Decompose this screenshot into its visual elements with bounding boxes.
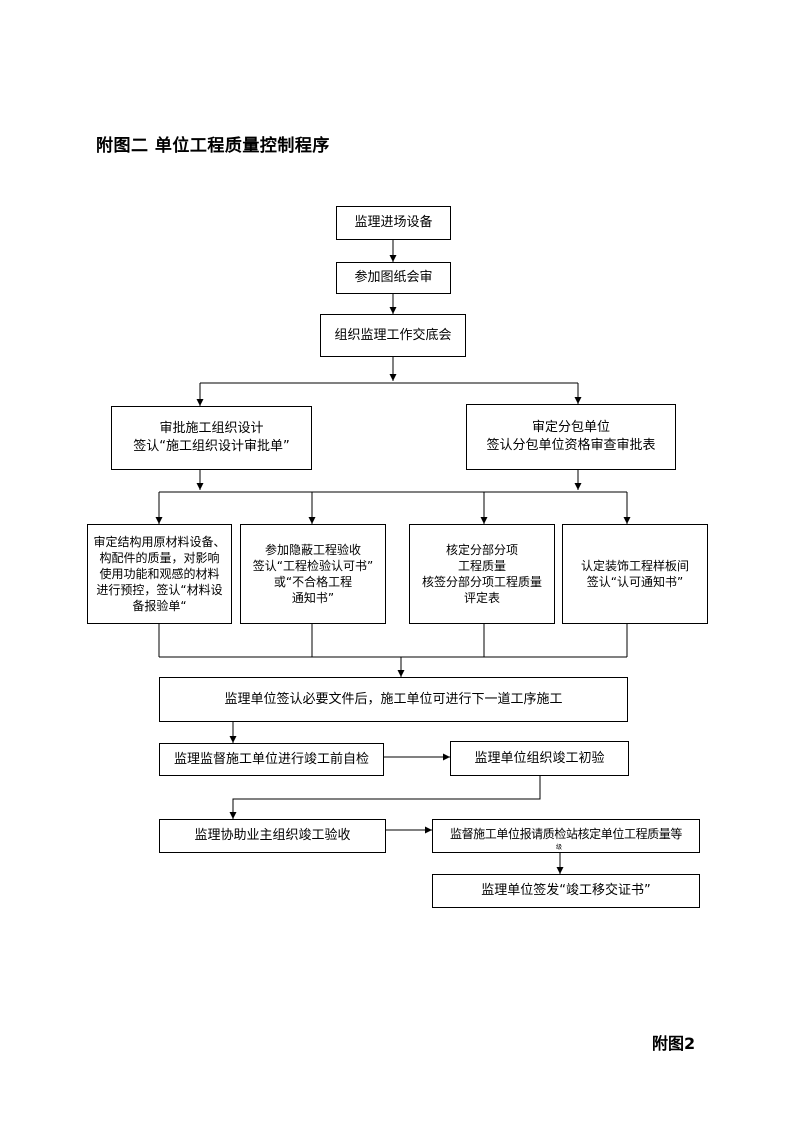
- node-1: 监理进场设备: [336, 206, 451, 240]
- node-6: 审定结构用原材料设备、 构配件的质量，对影响 使用功能和观感的材料 进行预控，签…: [87, 524, 232, 624]
- node-14-overflow-char: 级: [556, 844, 563, 851]
- node-4-line-1: 审批施工组织设计: [159, 421, 264, 436]
- arrow-n12-n13: [229, 774, 541, 819]
- node-11-line-1: 监理监督施工单位进行竣工前自检: [173, 751, 369, 767]
- node-13-line-1: 监理协助业主组织竣工验收: [194, 828, 351, 843]
- node-8: 核定分部分项 工程质量 核签分部分项工程质量 评定表: [409, 524, 555, 624]
- node-8-line-1: 核定分部分项: [445, 543, 518, 557]
- node-6-line-2: 构配件的质量，对影响: [99, 551, 220, 565]
- node-9: 认定装饰工程样板间 签认“认可通知书”: [562, 524, 708, 624]
- node-11: 监理监督施工单位进行竣工前自检: [159, 743, 384, 776]
- node-3: 组织监理工作交底会: [320, 314, 466, 357]
- node-9-line-2: 签认“认可通知书”: [586, 575, 684, 589]
- node-8-line-4: 评定表: [463, 591, 500, 605]
- page-title: 附图二 单位工程质量控制程序: [96, 136, 330, 156]
- node-2: 参加图纸会审: [336, 262, 451, 294]
- node-5-line-1: 审定分包单位: [531, 420, 610, 435]
- node-6-line-5: 备报验单“: [132, 599, 187, 613]
- node-7-line-1: 参加隐蔽工程验收: [264, 543, 361, 557]
- node-15-line-1: 监理单位签发“竣工移交证书”: [481, 883, 651, 898]
- node-10: 监理单位签认必要文件后，施工单位可进行下一道工序施工: [159, 677, 628, 722]
- node-4: 审批施工组织设计 签认“施工组织设计审批单”: [111, 406, 312, 470]
- node-10-line-1: 监理单位签认必要文件后，施工单位可进行下一道工序施工: [224, 691, 563, 707]
- node-6-line-4: 进行预控，签认“材料设: [96, 583, 223, 597]
- node-6-line-3: 使用功能和观感的材料: [99, 567, 220, 581]
- node-4-line-2: 签认“施工组织设计审批单”: [133, 439, 290, 454]
- node-6-line-1: 审定结构用原材料设备、: [93, 535, 226, 549]
- node-7-line-3: 或“不合格工程: [273, 575, 353, 589]
- node-12-line-1: 监理单位组织竣工初验: [474, 750, 605, 766]
- node-7: 参加隐蔽工程验收 签认“工程检验认可书” 或“不合格工程 通知书”: [240, 524, 386, 624]
- node-13: 监理协助业主组织竣工验收: [159, 819, 386, 853]
- node-5-line-2: 签认分包单位资格审查审批表: [486, 438, 656, 453]
- node-3-line-1: 组织监理工作交底会: [334, 327, 452, 343]
- node-12: 监理单位组织竣工初验: [450, 741, 629, 776]
- node-15: 监理单位签发“竣工移交证书”: [432, 874, 700, 908]
- node-8-line-2: 工程质量: [457, 559, 506, 573]
- figure-label: 附图2: [652, 1034, 696, 1053]
- node-2-line-1: 参加图纸会审: [354, 270, 433, 285]
- node-7-line-2: 签认“工程检验认可书”: [252, 559, 374, 573]
- node-8-line-3: 核签分部分项工程质量: [421, 575, 542, 589]
- node-14: 监督施工单位报请质检站核定单位工程质量等: [432, 819, 700, 853]
- node-9-line-1: 认定装饰工程样板间: [580, 559, 689, 573]
- node-7-line-4: 通知书”: [291, 591, 335, 605]
- node-5: 审定分包单位 签认分包单位资格审查审批表: [466, 404, 676, 470]
- node-1-line-1: 监理进场设备: [354, 215, 433, 230]
- node-14-line-1: 监督施工单位报请质检站核定单位工程质量等: [449, 827, 682, 841]
